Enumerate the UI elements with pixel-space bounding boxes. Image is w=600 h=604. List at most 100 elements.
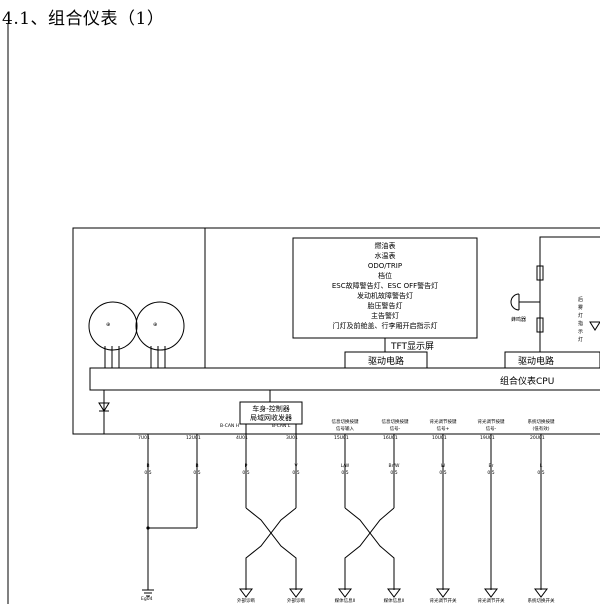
tft-line: 档位: [378, 272, 392, 280]
wire-size-2: 0.5: [193, 471, 201, 476]
tft-content: 燃油表 水温表 ODO/TRIP 档位 ESC故障警告灯、ESC OFF警告灯 …: [293, 241, 477, 333]
signal-5-line2: (低有效): [532, 427, 550, 432]
wire-color-6: Br/W: [388, 464, 400, 469]
pin-connector: U01: [388, 436, 398, 441]
pin-number: 15: [334, 436, 340, 441]
wire-color-2: B: [195, 464, 199, 469]
drive-circuit-1-label: 驱动电路: [367, 357, 404, 367]
transceiver-box: [239, 401, 303, 425]
bottom-label-6: 背光调节开关: [477, 599, 505, 604]
signal-4-line1: 背光调节按键: [477, 420, 505, 425]
wire-color-1: B: [146, 464, 150, 469]
pin-connector: U01: [339, 436, 349, 441]
gauge-right-icon: ⊕: [153, 322, 158, 328]
bottom-label-2: 外部诊断: [287, 599, 305, 604]
tft-line: 发动机故障警告灯: [357, 292, 413, 300]
twist-d: [344, 507, 395, 590]
wire-color-5: L/W: [340, 464, 350, 469]
tft-line: ODO/TRIP: [367, 262, 403, 270]
gauge-right-circle: [135, 301, 185, 351]
pin-number: 7: [138, 436, 141, 441]
signal-1-line2: 信号输入: [336, 427, 354, 432]
bus-diode: [98, 402, 110, 412]
twist-b: [245, 507, 297, 590]
bottom-label-5: 背光调节开关: [429, 599, 457, 604]
pin-connector: U01: [288, 436, 298, 441]
wire-color-7: W: [440, 464, 446, 469]
can-h-label: B-CAN H: [220, 424, 240, 429]
pin-connector: U01: [437, 436, 447, 441]
bottom-label-4: 媒体信息II: [383, 599, 405, 604]
cluster-frame: [72, 227, 600, 435]
pin-label-9: 20U01: [530, 436, 545, 441]
buzzer-supply: [539, 236, 600, 352]
rear-fog-diode: [589, 321, 600, 331]
wire-size-6: 0.5: [390, 471, 398, 476]
gauge-left-icon: ⊕: [106, 322, 111, 328]
wire-color-8: Br: [488, 464, 494, 469]
drive-circuit-2-label: 驱动电路: [517, 357, 554, 367]
pin-label-7: 10U01: [432, 436, 447, 441]
cpu-label: 组合仪表CPU: [500, 377, 555, 387]
wire-color-9: L: [539, 464, 543, 469]
pin-number: 19: [480, 436, 486, 441]
twist-a: [245, 507, 297, 590]
pin-label-5: 15U01: [334, 436, 349, 441]
wire-size-3: 0.5: [242, 471, 250, 476]
tft-line: 燃油表: [374, 242, 396, 250]
rear-fog-label: 后雾灯指示灯: [578, 297, 584, 343]
twist-c: [344, 507, 395, 590]
pin-connector: U01: [485, 436, 495, 441]
pin-connector: U01: [238, 436, 248, 441]
bottom-label-3: 媒体信息II: [334, 599, 356, 604]
signal-2-line1: 信息切换按键: [381, 420, 409, 425]
tft-caption: TFT显示屏: [391, 342, 435, 352]
pin-connector: U01: [140, 436, 150, 441]
gauge-left-circle: [88, 301, 138, 351]
wire-size-5: 0.5: [341, 471, 349, 476]
pin-label-2: 12U01: [186, 436, 201, 441]
can-l-label: B-CAN L: [272, 424, 291, 429]
buzzer-label: 蜂鸣器: [511, 317, 527, 323]
tft-line: 门灯及前舱盖、行李厢开启指示灯: [332, 322, 438, 330]
wire-size-9: 0.5: [537, 471, 545, 476]
bottom-label-1: 外部诊断: [237, 599, 255, 604]
pin-connector: U01: [535, 436, 545, 441]
wire-size-7: 0.5: [439, 471, 447, 476]
resistor-1: [536, 265, 544, 281]
pin-label-4: 3U01: [286, 436, 298, 441]
ground-label: Eg04: [141, 597, 153, 602]
tft-line: 胎压警告灯: [367, 302, 403, 310]
signal-3-line1: 背光调节按键: [429, 420, 457, 425]
pin-label-3: 4U01: [236, 436, 248, 441]
tft-line: ESC故障警告灯、ESC OFF警告灯: [331, 282, 439, 290]
pin-label-6: 16U01: [383, 436, 398, 441]
signal-5-line1: 系统切换按键: [527, 420, 555, 425]
signal-2-line2: 信号-: [389, 427, 401, 432]
pin-number: 20: [530, 436, 536, 441]
wire-size-1: 0.5: [144, 471, 152, 476]
signal-3-line2: 信号+: [436, 427, 450, 432]
pin-number: 12: [186, 436, 192, 441]
pin-number: 4: [236, 436, 239, 441]
signal-1-line1: 信息切换按键: [331, 420, 359, 425]
pin-number: 3: [286, 436, 289, 441]
wire-size-4: 0.5: [292, 471, 300, 476]
bottom-label-7: 系统切换开关: [527, 599, 555, 604]
buzzer-symbol: [510, 293, 520, 311]
resistor-2: [536, 317, 544, 333]
pin-label-8: 19U01: [480, 436, 495, 441]
tft-line: 主告警灯: [371, 312, 399, 320]
pin-number: 10: [432, 436, 438, 441]
wire-color-4: V: [294, 464, 298, 469]
wire-size-8: 0.5: [487, 471, 495, 476]
pin-connector: U01: [191, 436, 201, 441]
tft-line: 水温表: [374, 252, 396, 260]
transceiver-line2: 局域网收发器: [250, 414, 292, 422]
transceiver-line1: 车身-控制器: [252, 405, 290, 413]
pin-label-1: 7U01: [138, 436, 150, 441]
signal-4-line2: 信号-: [485, 427, 497, 432]
wire-color-3: P: [244, 464, 248, 469]
connector-arrows: [239, 588, 548, 598]
